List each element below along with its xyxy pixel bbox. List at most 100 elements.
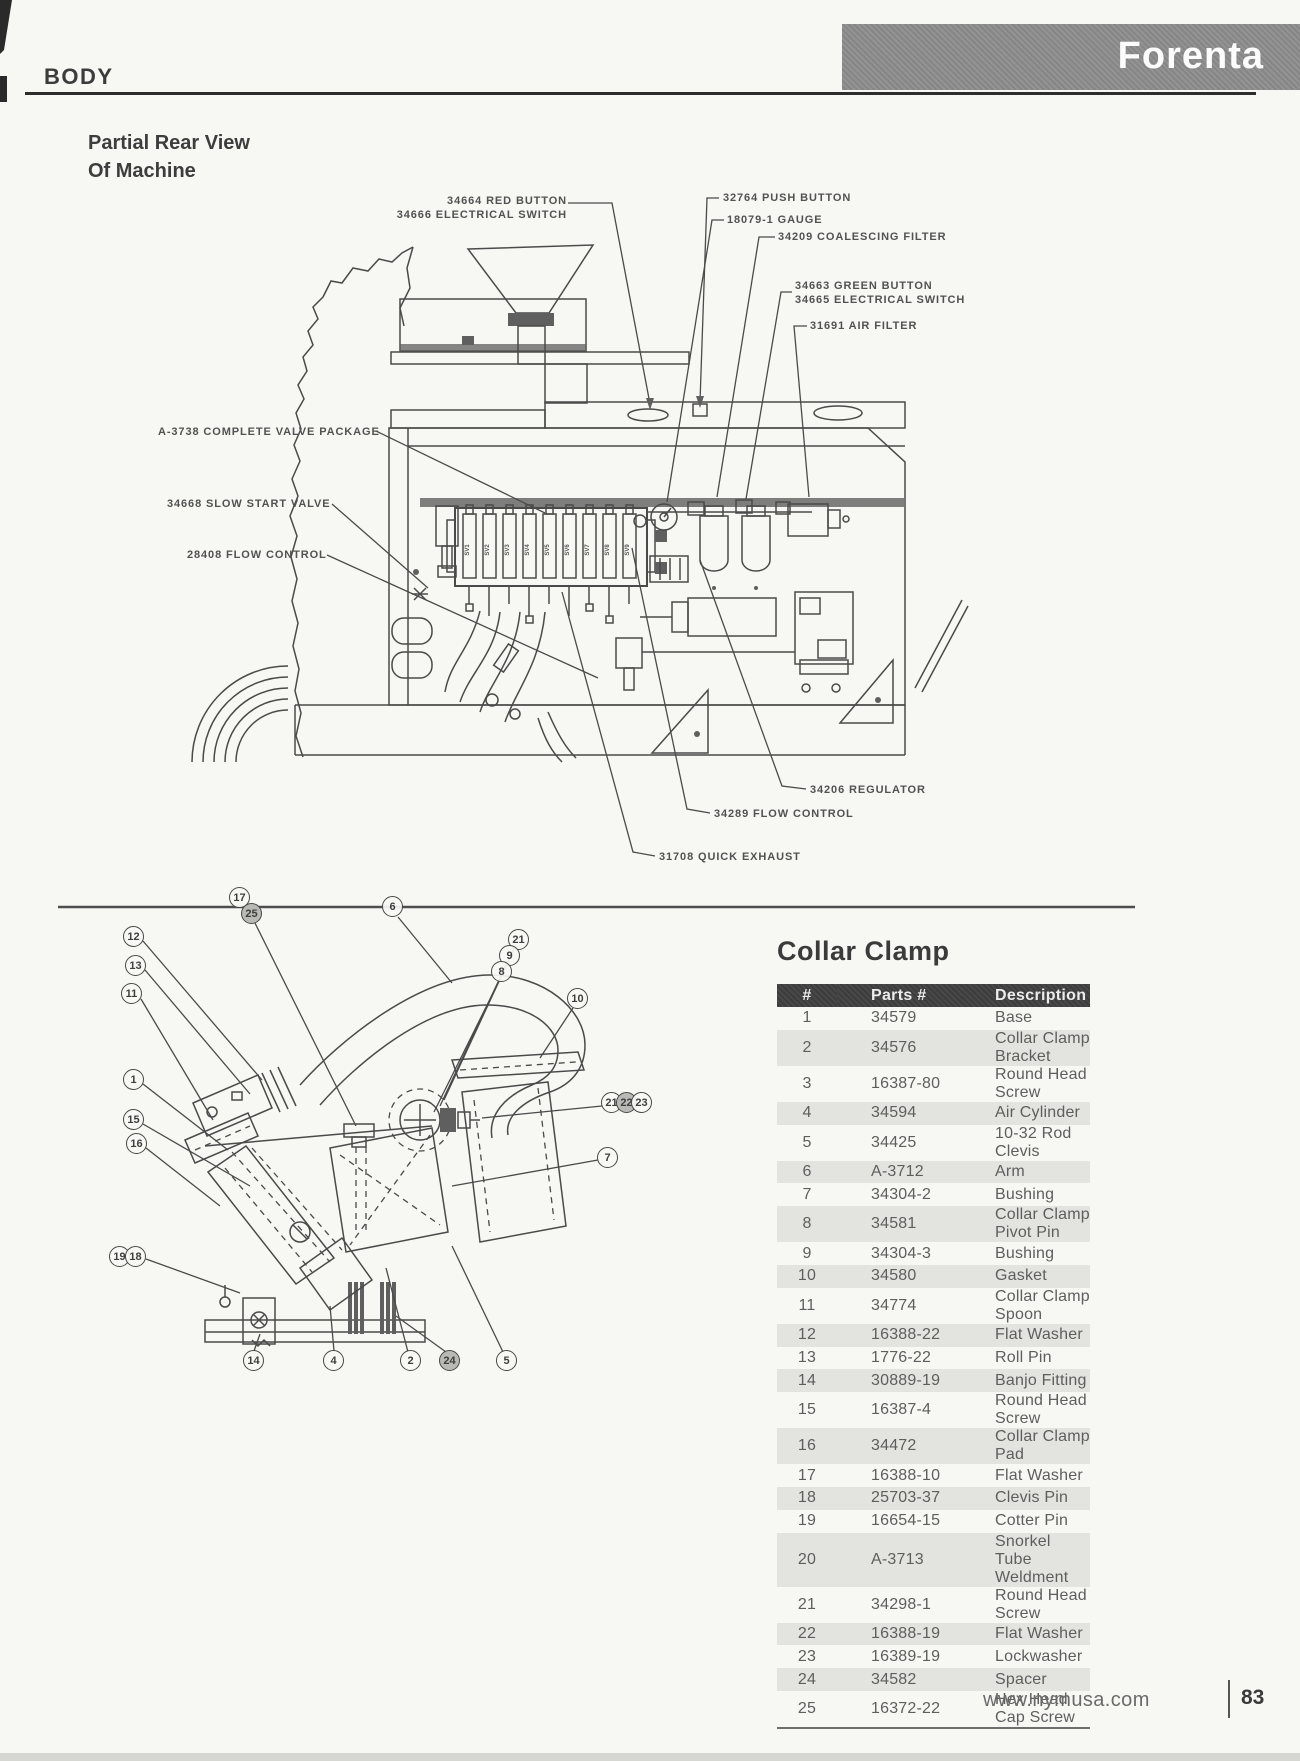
part-number: 34581 — [837, 1206, 962, 1243]
part-balloon: 6 — [382, 896, 403, 917]
parts-list-title: Collar Clamp — [777, 936, 950, 966]
part-balloon: 16 — [126, 1133, 147, 1154]
brand-banner: Forenta — [842, 24, 1300, 90]
brand-logo-text: Forenta — [1117, 35, 1264, 77]
part-description: Air Cylinder — [962, 1101, 1090, 1125]
row-number: 21 — [797, 1595, 817, 1613]
row-number: 8 — [777, 1206, 837, 1243]
row-number: 24 — [777, 1668, 837, 1691]
part-balloon: 25 — [241, 903, 262, 924]
callout-gauge: 18079-1 GAUGE — [727, 214, 823, 226]
collar-clamp-exploded-drawing — [184, 974, 586, 1348]
part-number: 16388-22 — [837, 1323, 962, 1347]
callout-text: 34663 GREEN BUTTON — [795, 280, 933, 292]
valve-tag: SV5 — [545, 544, 551, 556]
part-description: Roll Pin — [995, 1348, 1052, 1366]
part-description: Bushing — [995, 1185, 1055, 1203]
footer-website: www.nymusa.com — [983, 1689, 1150, 1711]
part-description: Collar Clamp Bracket — [962, 1029, 1090, 1066]
part-balloon: 12 — [123, 926, 144, 947]
page-number: 83 — [1241, 1686, 1265, 1709]
part-number: 16388-10 — [871, 1466, 941, 1484]
part-description: Gasket — [962, 1264, 1090, 1288]
row-number: 13 — [797, 1348, 817, 1366]
callout-text: 34666 ELECTRICAL SWITCH — [396, 209, 567, 221]
rear-view-leader-lines — [326, 197, 810, 857]
callout-air-filter: 31691 AIR FILTER — [810, 320, 918, 332]
part-description: Clevis Pin — [962, 1486, 1090, 1510]
callout-coalescing-filter: 34209 COALESCING FILTER — [778, 231, 947, 243]
callout-text: 34664 RED BUTTON — [447, 195, 567, 207]
part-balloon: 4 — [323, 1350, 344, 1371]
valve-tag: SV8 — [605, 544, 611, 556]
part-balloon: 24 — [439, 1350, 460, 1371]
part-number: 34774 — [871, 1296, 917, 1314]
part-number: A-3713 — [837, 1532, 962, 1587]
callout-quick-exhaust: 31708 QUICK EXHAUST — [659, 851, 801, 863]
part-description: Hex Head Cap Screw — [962, 1690, 1090, 1729]
part-balloon: 15 — [123, 1109, 144, 1130]
part-number: 34304-3 — [871, 1244, 932, 1262]
part-number: 16372-22 — [837, 1690, 962, 1729]
part-balloon: 18 — [125, 1246, 146, 1267]
row-number: 5 — [802, 1133, 812, 1151]
column-header-number: # — [777, 984, 837, 1007]
part-balloon: 11 — [121, 983, 142, 1004]
balloon-leader-lines — [140, 912, 603, 1353]
valve-tag: SV6 — [565, 544, 571, 556]
row-number: 3 — [802, 1074, 812, 1092]
part-description: Bushing — [995, 1244, 1055, 1262]
figure-title-line1: Partial Rear View — [88, 132, 250, 154]
column-header-part: Parts # — [837, 984, 962, 1007]
part-description: Round Head Screw — [995, 1586, 1087, 1622]
part-balloon: 1 — [123, 1069, 144, 1090]
callout-red-button: 34664 RED BUTTON 34666 ELECTRICAL SWITCH — [375, 194, 567, 222]
valve-tag: SV9 — [625, 544, 631, 556]
part-balloon: 14 — [243, 1350, 264, 1371]
part-description: Collar Clamp Pivot Pin — [962, 1206, 1090, 1243]
part-description: Round Head Screw — [995, 1065, 1087, 1101]
row-number: 19 — [797, 1512, 817, 1530]
part-description: Round Head Screw — [995, 1392, 1087, 1428]
part-balloon: 23 — [631, 1092, 652, 1113]
part-description: Collar Clamp Spoon — [995, 1287, 1090, 1323]
row-number: 4 — [777, 1101, 837, 1125]
part-number: 16387-80 — [871, 1074, 941, 1092]
table-header: # Parts # Description — [777, 984, 1090, 1007]
scan-artifact — [0, 0, 12, 102]
part-number: 16387-4 — [871, 1401, 932, 1419]
part-number: 34425 — [871, 1133, 917, 1151]
valve-tag: SV3 — [505, 544, 511, 556]
row-number: 2 — [777, 1029, 837, 1066]
callout-flow-control-34289: 34289 FLOW CONTROL — [714, 808, 854, 820]
part-description: Flat Washer — [962, 1622, 1090, 1646]
part-description: Base — [995, 1009, 1033, 1027]
column-header-description: Description — [962, 984, 1090, 1007]
row-number: 20 — [777, 1532, 837, 1587]
part-number: A-3712 — [837, 1160, 962, 1184]
scan-edge-strip — [0, 1753, 1300, 1761]
row-number: 16 — [777, 1428, 837, 1465]
row-number: 15 — [797, 1401, 817, 1419]
valve-tag: SV1 — [465, 544, 471, 556]
valve-tag: SV7 — [585, 544, 591, 556]
header-rule — [25, 92, 1256, 95]
callout-green-button: 34663 GREEN BUTTON 34665 ELECTRICAL SWIT… — [795, 279, 965, 307]
part-number: 16389-19 — [871, 1647, 941, 1665]
part-number: 34582 — [837, 1668, 962, 1691]
